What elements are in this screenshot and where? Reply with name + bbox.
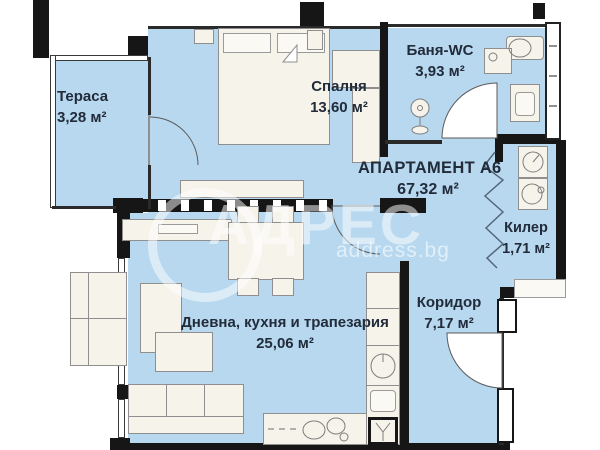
room-name: Коридор	[416, 294, 482, 311]
shelf-divider	[70, 318, 126, 319]
shower-tray	[484, 48, 512, 74]
boiler-dial-hand	[532, 154, 540, 163]
sofa-divider	[204, 385, 205, 416]
room-area: 7,17 м²	[424, 315, 474, 332]
sofa-seat-line	[129, 416, 243, 417]
room-label-closet: Килер 1,71 м²	[498, 218, 554, 260]
counter-divider	[367, 308, 399, 309]
room-label-living: Дневна, кухня и трапезария 25,06 м²	[180, 312, 390, 354]
terrace-bedroom-wall-lower	[148, 165, 151, 209]
double-sink-left	[302, 420, 326, 440]
double-sink-right	[326, 417, 346, 435]
double-sink-drain	[339, 432, 349, 442]
shower-drain	[488, 52, 498, 62]
room-area: 13,60 м²	[310, 99, 368, 116]
terrace-bedroom-wall-upper	[148, 57, 151, 115]
apartment-label: АПАРТАМЕНТ А6 67,32 м²	[358, 158, 502, 200]
tv-set	[158, 224, 198, 234]
counter-divider	[367, 345, 399, 346]
bathroom-door-swing	[441, 82, 498, 139]
shaft-mark	[549, 75, 557, 77]
wall-shaft-top	[300, 2, 324, 28]
window-living-left-2	[118, 399, 125, 438]
room-name: Тераса	[57, 88, 109, 105]
wall-bedroom-top	[148, 26, 383, 29]
room-name: Килер	[504, 220, 548, 236]
shelf-divider	[88, 273, 89, 365]
bath-sink-base	[411, 125, 429, 135]
room-label-bathroom: Баня-WC 3,93 м²	[396, 40, 484, 82]
entrance-landing	[514, 279, 566, 298]
dining-table	[228, 222, 304, 280]
wall	[533, 3, 545, 19]
nightstand-left	[194, 29, 214, 44]
wall-bed-bath-divider	[380, 22, 388, 157]
sofa-divider	[166, 385, 167, 416]
shaft-mark	[549, 45, 557, 47]
wall-bottom	[110, 443, 510, 450]
entrance-door-swing	[446, 332, 503, 389]
wall-bathroom-south-thin	[385, 140, 442, 144]
wardrobe-side	[352, 88, 380, 163]
wall-stub	[495, 144, 503, 162]
bath-sink-bowl	[410, 98, 430, 118]
room-label-corridor: Коридор 7,17 м²	[403, 292, 495, 334]
terrace-floor	[52, 57, 148, 208]
terrace-door-leaf	[148, 115, 150, 165]
toilet-bowl	[508, 38, 532, 58]
room-area: 1,71 м²	[502, 241, 550, 257]
apartment-area: 67,32 м²	[397, 181, 459, 198]
entrance-jamb-top	[497, 299, 517, 333]
washing-machine-door	[515, 92, 535, 116]
room-area: 25,06 м²	[256, 335, 314, 352]
ottoman	[155, 332, 213, 372]
wall-band-right-end	[380, 198, 426, 213]
oven-box	[368, 417, 398, 445]
bedroom-door-swing	[331, 205, 381, 255]
pillow-left	[223, 33, 271, 53]
terrace-bottom-edge	[52, 206, 116, 209]
room-area: 3,93 м²	[415, 63, 465, 80]
nightstand-right	[307, 30, 323, 50]
kitchen-counter-bottom	[263, 413, 367, 445]
boiler-dial	[522, 151, 544, 173]
room-name: Дневна, кухня и трапезария	[181, 314, 389, 331]
counter-divider	[367, 385, 399, 386]
wall-corridor-kitchen	[400, 261, 409, 445]
boiler-drum	[521, 183, 543, 205]
duct-shaft	[545, 22, 561, 140]
break-line-zigzag	[482, 151, 505, 269]
boiler-drum-notch	[537, 186, 545, 194]
entrance-jamb-bottom	[497, 388, 514, 443]
bath-sink-drain	[417, 105, 423, 111]
sofa	[128, 384, 244, 434]
room-label-terrace: Тераса 3,28 м²	[57, 86, 108, 128]
apartment-title: АПАРТАМЕНТ А6	[358, 159, 502, 177]
dining-chair	[272, 278, 294, 296]
boiler-bottom	[518, 178, 548, 210]
wall-bathroom-south	[495, 134, 561, 144]
room-name: Спалня	[311, 78, 367, 95]
shelf-unit	[70, 272, 127, 366]
wall	[33, 0, 49, 58]
room-area: 3,28 м²	[57, 109, 107, 126]
terrace-door-swing	[149, 116, 199, 166]
wall-bathroom-top	[385, 24, 560, 27]
wardrobe-top	[332, 50, 380, 88]
wall-closet-east	[556, 140, 566, 298]
wall-living-left-mid	[117, 385, 130, 399]
wall	[128, 36, 148, 57]
shaft-mark	[549, 105, 557, 107]
room-label-bedroom: Спалня 13,60 м²	[295, 76, 383, 118]
oven-symbol	[375, 422, 391, 441]
stove	[370, 390, 396, 412]
room-name: Баня-WC	[406, 42, 474, 59]
blanket-fold	[281, 43, 298, 63]
